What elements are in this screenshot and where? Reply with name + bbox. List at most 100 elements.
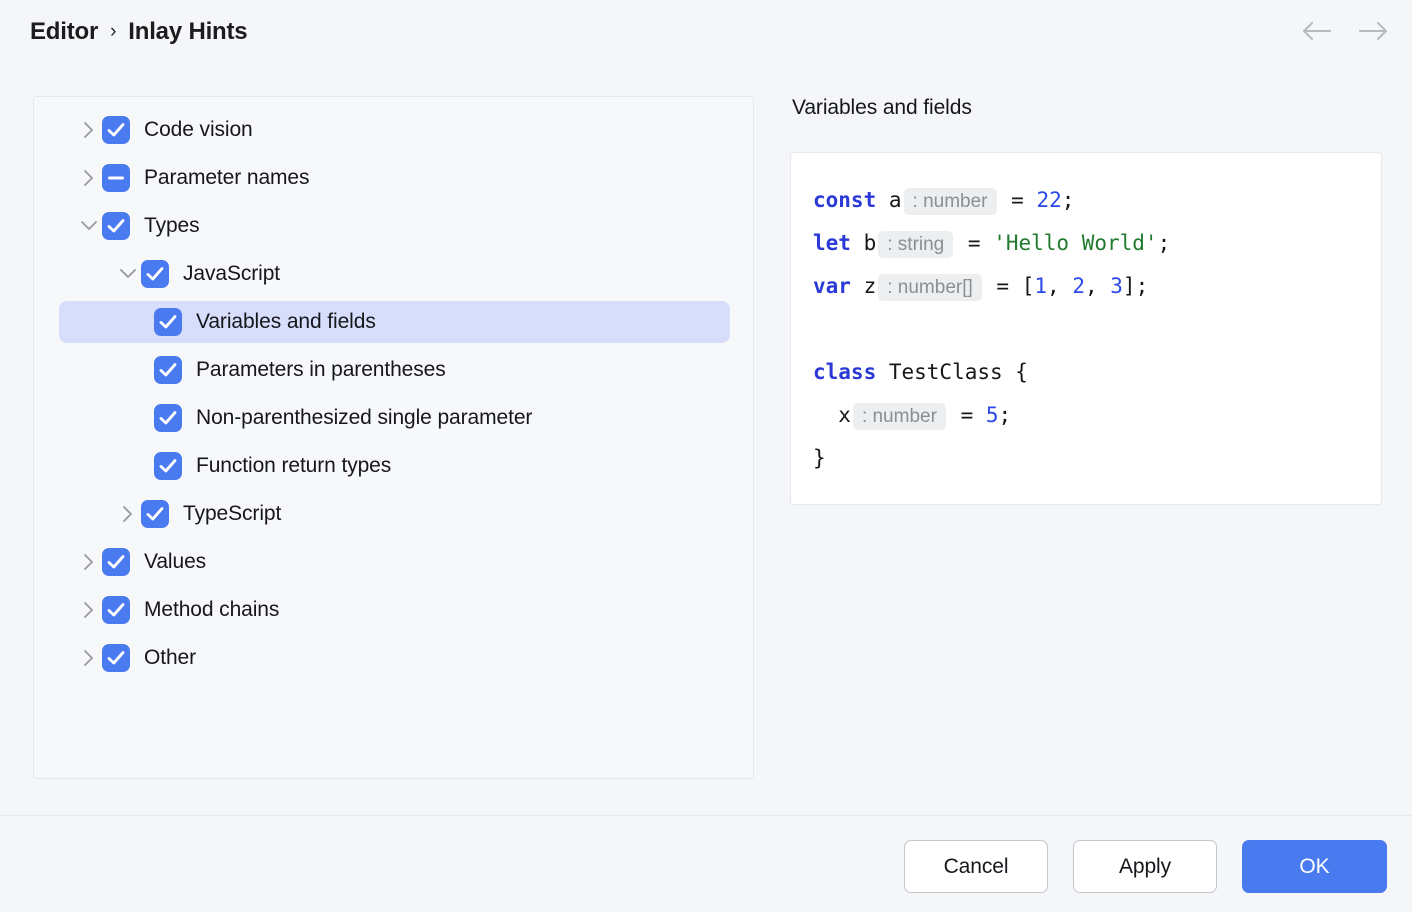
- preview-title: Variables and fields: [792, 96, 972, 119]
- tree-row-typescript[interactable]: TypeScript: [34, 490, 753, 538]
- code-token: 22: [1036, 188, 1062, 212]
- code-line: class TestClass {: [813, 351, 1359, 394]
- chevron-right-icon[interactable]: [76, 601, 102, 619]
- code-token: 5: [985, 403, 999, 427]
- code-token: ];: [1122, 274, 1149, 298]
- checkbox-checked-icon[interactable]: [154, 356, 182, 384]
- breadcrumb-item-inlay-hints: Inlay Hints: [128, 18, 248, 45]
- code-token: =: [947, 403, 986, 427]
- code-token: ;: [998, 403, 1012, 427]
- tree-row-label: Values: [144, 550, 207, 573]
- tree-row-parameters-in-parentheses[interactable]: Parameters in parentheses: [34, 346, 753, 394]
- code-line: }: [813, 437, 1359, 480]
- breadcrumb: Editor › Inlay Hints: [30, 18, 248, 46]
- inlay-hint-chip[interactable]: : number: [903, 188, 997, 215]
- tree-row-label: Variables and fields: [196, 310, 376, 333]
- chevron-right-icon[interactable]: [115, 505, 141, 523]
- chevron-right-icon[interactable]: [76, 553, 102, 571]
- tree-row-parameter-names[interactable]: Parameter names: [34, 154, 753, 202]
- tree-row-label: Other: [144, 646, 197, 669]
- code-token: ,: [1047, 274, 1073, 298]
- checkbox-checked-icon[interactable]: [102, 116, 130, 144]
- code-preview-box: const a: number = 22;let b: string = 'He…: [790, 152, 1382, 505]
- tree-row-code-vision[interactable]: Code vision: [34, 106, 753, 154]
- apply-button[interactable]: Apply: [1073, 840, 1217, 893]
- dialog-header: Editor › Inlay Hints: [0, 0, 1412, 68]
- ok-button[interactable]: OK: [1242, 840, 1387, 893]
- breadcrumb-separator-icon: ›: [110, 21, 117, 42]
- code-token: b: [850, 231, 877, 255]
- chevron-down-icon[interactable]: [115, 265, 141, 283]
- checkbox-checked-icon[interactable]: [102, 548, 130, 576]
- button-label: Apply: [1118, 854, 1172, 878]
- button-label: Cancel: [943, 854, 1009, 878]
- tree-row-values[interactable]: Values: [34, 538, 753, 586]
- tree-row-non-parenthesized-single-parameter[interactable]: Non-parenthesized single parameter: [34, 394, 753, 442]
- code-token: z: [850, 274, 877, 298]
- breadcrumb-item-editor[interactable]: Editor: [30, 18, 99, 45]
- checkbox-checked-icon[interactable]: [154, 404, 182, 432]
- code-token: let: [813, 231, 851, 255]
- code-token: class: [813, 360, 877, 384]
- code-token: var: [813, 274, 851, 298]
- code-token: =: [955, 231, 994, 255]
- chevron-right-icon[interactable]: [76, 649, 102, 667]
- code-token: }: [813, 446, 826, 470]
- code-token: =: [998, 188, 1037, 212]
- code-token: a: [876, 188, 902, 212]
- navigation-arrows: [1300, 20, 1390, 42]
- checkbox-checked-icon[interactable]: [141, 500, 169, 528]
- code-preview: const a: number = 22;let b: string = 'He…: [813, 179, 1359, 480]
- code-token: 'Hello World': [993, 231, 1158, 255]
- footer-divider: [0, 815, 1412, 816]
- code-line: let b: string = 'Hello World';: [813, 222, 1359, 265]
- footer-buttons: Cancel Apply OK: [904, 840, 1387, 893]
- code-line: [813, 308, 1359, 351]
- checkbox-checked-icon[interactable]: [102, 596, 130, 624]
- chevron-down-icon[interactable]: [76, 217, 102, 235]
- tree-row-label: TypeScript: [183, 502, 282, 525]
- checkbox-indeterminate-icon[interactable]: [102, 164, 130, 192]
- checkbox-checked-icon[interactable]: [102, 212, 130, 240]
- code-token: = [: [983, 274, 1035, 298]
- checkbox-checked-icon[interactable]: [141, 260, 169, 288]
- code-token: 1: [1034, 274, 1048, 298]
- tree-row-method-chains[interactable]: Method chains: [34, 586, 753, 634]
- code-token: x: [813, 403, 851, 427]
- code-token: const: [813, 188, 877, 212]
- tree-row-label: Parameters in parentheses: [196, 358, 446, 381]
- checkbox-checked-icon[interactable]: [102, 644, 130, 672]
- tree-row-function-return-types[interactable]: Function return types: [34, 442, 753, 490]
- arrow-left-icon[interactable]: [1300, 20, 1334, 42]
- code-token: ;: [1061, 188, 1075, 212]
- inlay-hint-chip[interactable]: : number: [852, 403, 946, 430]
- checkbox-checked-icon[interactable]: [154, 452, 182, 480]
- tree-row-label: Method chains: [144, 598, 280, 621]
- chevron-right-icon[interactable]: [76, 169, 102, 187]
- code-line: x: number = 5;: [813, 394, 1359, 437]
- tree-row-label: Function return types: [196, 454, 392, 477]
- cancel-button[interactable]: Cancel: [904, 840, 1048, 893]
- code-token: 3: [1110, 274, 1123, 298]
- tree-row-types[interactable]: Types: [34, 202, 753, 250]
- tree-row-variables-and-fields[interactable]: Variables and fields: [34, 298, 753, 346]
- tree-row-label: Parameter names: [144, 166, 310, 189]
- dialog-footer: Cancel Apply OK: [0, 816, 1412, 912]
- tree-row-other[interactable]: Other: [34, 634, 753, 682]
- code-token: TestClass {: [876, 360, 1028, 384]
- arrow-right-icon[interactable]: [1356, 20, 1390, 42]
- chevron-right-icon[interactable]: [76, 121, 102, 139]
- inlay-hint-chip[interactable]: : number[]: [878, 274, 982, 301]
- tree-row-label: JavaScript: [183, 262, 281, 285]
- code-line: var z: number[] = [1, 2, 3];: [813, 265, 1359, 308]
- code-token: ,: [1084, 274, 1111, 298]
- tree-row-label: Code vision: [144, 118, 253, 141]
- tree-row-javascript[interactable]: JavaScript: [34, 250, 753, 298]
- code-line: const a: number = 22;: [813, 179, 1359, 222]
- inlay-hint-chip[interactable]: : string: [878, 231, 954, 258]
- code-token: 2: [1072, 274, 1085, 298]
- tree-row-label: Non-parenthesized single parameter: [196, 406, 533, 429]
- checkbox-checked-icon[interactable]: [154, 308, 182, 336]
